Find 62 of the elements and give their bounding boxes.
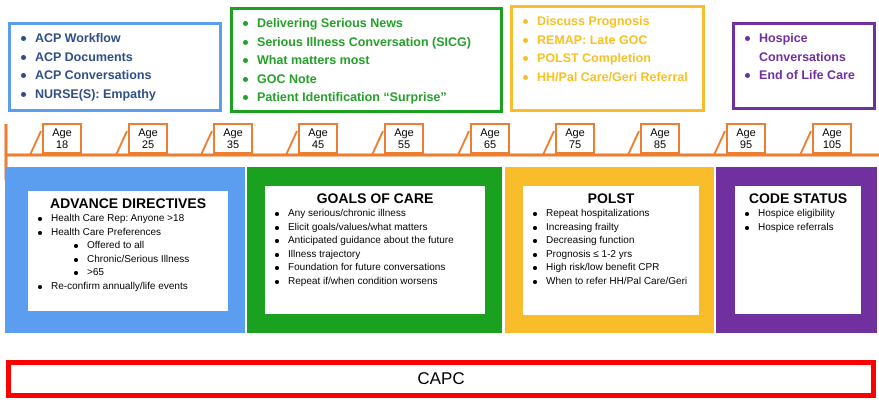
note-box	[230, 7, 503, 113]
list-item: Health Care Rep: Anyone >18	[51, 212, 184, 226]
list-item: Hospice Conversations	[759, 30, 847, 66]
list-item: GOC Note	[257, 70, 317, 88]
content-card	[28, 191, 228, 311]
age-box: Age 75	[555, 123, 595, 154]
list-item: Prognosis ≤ 1-2 yrs	[546, 248, 632, 261]
content-card	[523, 186, 699, 315]
list-item: ACP Conversations	[35, 67, 152, 84]
note-box	[8, 22, 222, 112]
list-item: NURSE(S): Empathy	[35, 86, 156, 103]
content-card	[265, 186, 485, 314]
age-box: Age 105	[812, 123, 852, 154]
card-heading: POLST	[586, 190, 636, 206]
age-box: Age 35	[213, 123, 253, 154]
colored-frame	[716, 167, 877, 333]
list-item: Foundation for future conversations	[288, 261, 446, 274]
age-box: Age 95	[726, 123, 766, 154]
age-box: Age 25	[128, 123, 168, 154]
age-box: Age 85	[640, 123, 680, 154]
note-box	[510, 5, 705, 112]
list-item: ACP Workflow	[35, 30, 121, 47]
list-item: Patient Identification “Surprise”	[257, 89, 447, 106]
colored-frame	[505, 167, 714, 333]
age-box: Age 18	[42, 123, 82, 154]
content-card	[735, 186, 861, 314]
list-item: Health Care Preferences	[51, 226, 162, 239]
list-item: Anticipated guidance about the future	[288, 234, 454, 248]
list-item: Hospice eligibility	[758, 207, 835, 220]
age-box: Age 55	[384, 123, 424, 154]
age-box: Age 45	[298, 123, 338, 154]
list-item: End of Life Care	[759, 67, 855, 84]
list-item: POLST Completion	[537, 50, 651, 67]
list-item: Offered to all	[87, 239, 144, 252]
list-item: REMAP: Late GOC	[537, 32, 648, 48]
list-item: Hospice referrals	[758, 220, 834, 234]
list-item: Decreasing function	[546, 234, 634, 248]
list-item: What matters most	[257, 52, 370, 69]
list-item: HH/Pal Care/Geri Referral	[537, 68, 688, 86]
list-item: Repeat if/when condition worsens	[288, 274, 438, 288]
list-item: >65	[87, 266, 104, 280]
list-item: Repeat hospitalizations	[546, 207, 650, 220]
list-item: Delivering Serious News	[257, 15, 403, 32]
list-item: Increasing frailty	[546, 220, 619, 234]
list-item: High risk/low benefit CPR	[546, 261, 660, 274]
list-item: Chronic/Serious Illness	[87, 252, 190, 266]
banner-box: CAPC	[6, 360, 876, 398]
list-item: Serious Illness Conversation (SICG)	[257, 34, 471, 51]
list-item: Elicit goals/values/what matters	[288, 220, 428, 234]
note-box	[732, 22, 876, 110]
list-item: When to refer HH/Pal Care/Geri	[546, 274, 688, 288]
list-item: Discuss Prognosis	[537, 13, 650, 30]
colored-frame	[247, 167, 502, 333]
list-item: Re-confirm annually/life events	[51, 280, 188, 293]
card-heading: ADVANCE DIRECTIVES	[48, 195, 208, 211]
colored-frame	[5, 167, 245, 333]
list-item: ACP Documents	[35, 48, 133, 66]
card-heading: GOALS OF CARE	[316, 190, 434, 206]
age-box: Age 65	[470, 123, 510, 154]
list-item: Any serious/chronic illness	[288, 207, 406, 220]
list-item: Illness trajectory	[288, 248, 360, 261]
card-heading: CODE STATUS	[748, 190, 848, 206]
